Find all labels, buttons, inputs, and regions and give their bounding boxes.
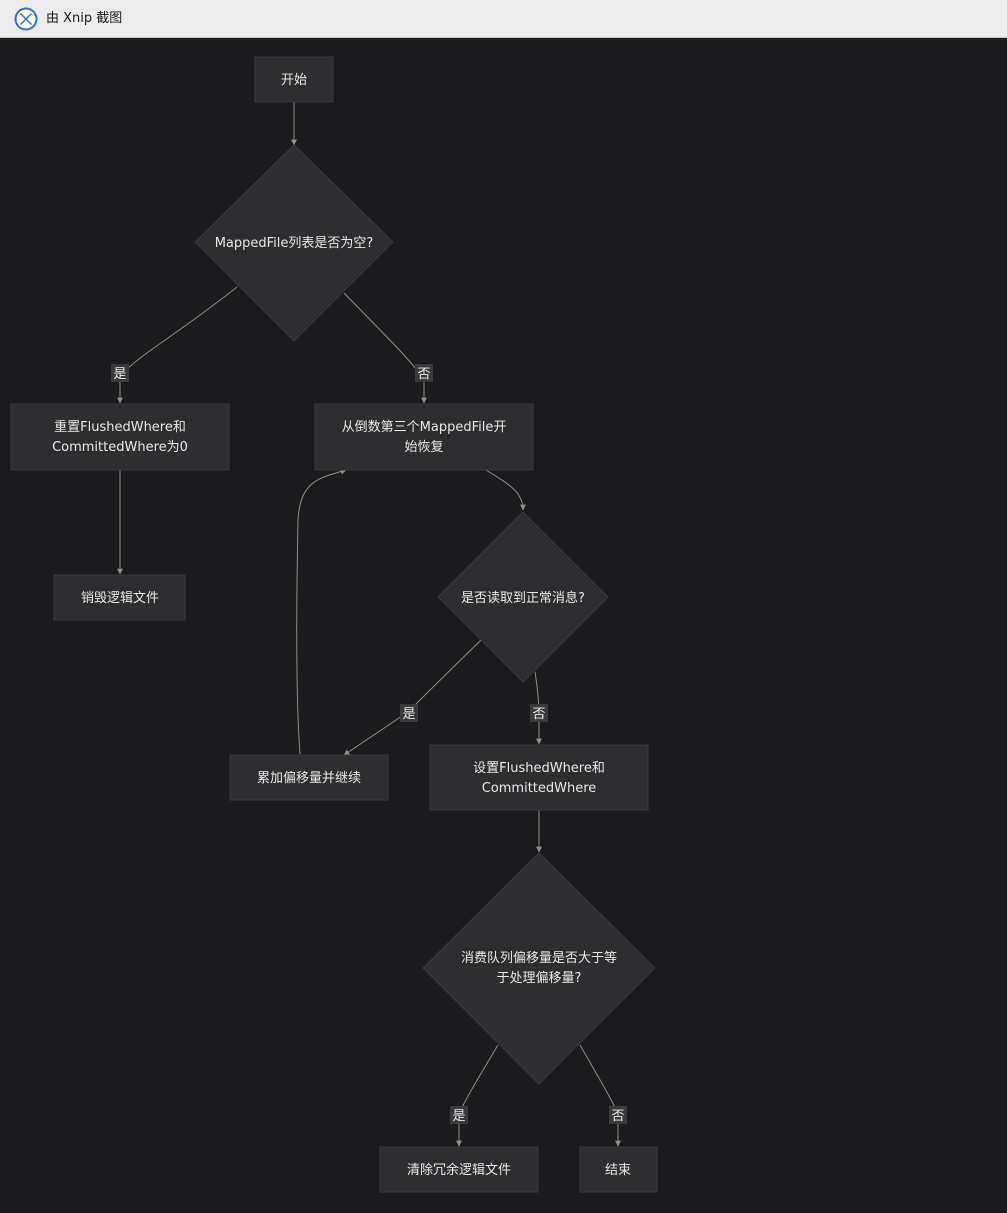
node-destroy-files[interactable]: 销毁逻辑文件 [53, 574, 186, 621]
node-recover-line1: 从倒数第三个MappedFile开 [342, 420, 507, 435]
node-reset-line2: CommittedWhere为0 [52, 440, 188, 455]
edge-label-normal-no-text: 否 [532, 707, 545, 722]
node-accumulate-label: 累加偏移量并继续 [257, 771, 361, 786]
node-reset-offsets[interactable]: 重置FlushedWhere和 CommittedWhere为0 [10, 403, 230, 471]
edge-empty-yes [117, 286, 238, 404]
node-start[interactable]: 开始 [254, 56, 334, 103]
edge-label-offset-no: 否 [609, 1106, 627, 1124]
edge-label-offset-yes: 是 [450, 1106, 468, 1124]
edge-accumulate-loop [296, 468, 347, 755]
edge-label-empty-yes: 是 [111, 364, 129, 382]
edge-label-empty-yes-text: 是 [113, 367, 126, 382]
node-set-line2: CommittedWhere [482, 781, 597, 796]
xnip-app-icon[interactable] [14, 7, 38, 31]
node-recover-from-third[interactable]: 从倒数第三个MappedFile开 始恢复 [314, 403, 534, 471]
edge-offset-yes [456, 1044, 499, 1147]
edge-label-empty-no: 否 [415, 364, 433, 382]
flowchart: 开始 MappedFile列表是否为空? 重置FlushedWhere和 Com… [10, 56, 658, 1193]
node-normal-message-check[interactable]: 是否读取到正常消息? [437, 511, 609, 683]
window-title: 由 Xnip 截图 [46, 11, 123, 26]
edge-recover-to-normal-check [485, 469, 526, 511]
node-reset-line1: 重置FlushedWhere和 [54, 419, 186, 435]
window-titlebar: 由 Xnip 截图 [0, 0, 1007, 38]
edge-normal-yes [343, 639, 482, 756]
node-end-label: 结束 [605, 1163, 631, 1178]
edge-label-offset-no-text: 否 [611, 1109, 624, 1124]
edge-empty-no [343, 292, 427, 404]
node-normal-check-label: 是否读取到正常消息? [461, 590, 585, 606]
edge-label-normal-yes-text: 是 [402, 707, 415, 722]
node-empty-check[interactable]: MappedFile列表是否为空? [194, 144, 394, 342]
edge-label-offset-yes-text: 是 [452, 1109, 465, 1124]
node-accumulate-offset[interactable]: 累加偏移量并继续 [229, 754, 389, 801]
node-empty-check-label: MappedFile列表是否为空? [215, 236, 374, 251]
edge-label-empty-no-text: 否 [417, 367, 430, 382]
node-destroy-label: 销毁逻辑文件 [81, 591, 159, 606]
node-recover-line2: 始恢复 [404, 440, 443, 455]
node-end[interactable]: 结束 [579, 1146, 658, 1193]
node-offset-check-line2: 于处理偏移量? [497, 971, 582, 986]
node-offset-check-line1: 消费队列偏移量是否大于等 [461, 950, 617, 966]
edge-offset-no [579, 1044, 621, 1147]
edge-label-normal-yes: 是 [400, 704, 418, 722]
node-set-line1: 设置FlushedWhere和 [473, 761, 605, 776]
node-clean-label: 清除冗余逻辑文件 [407, 1162, 511, 1178]
edge-label-normal-no: 否 [530, 704, 548, 722]
node-start-label: 开始 [281, 73, 307, 88]
diagram-canvas: 开始 MappedFile列表是否为空? 重置FlushedWhere和 Com… [0, 39, 1007, 1213]
node-offset-compare-check[interactable]: 消费队列偏移量是否大于等 于处理偏移量? [422, 852, 656, 1085]
node-clean-redundant[interactable]: 清除冗余逻辑文件 [379, 1146, 539, 1193]
node-set-offsets[interactable]: 设置FlushedWhere和 CommittedWhere [429, 744, 649, 811]
